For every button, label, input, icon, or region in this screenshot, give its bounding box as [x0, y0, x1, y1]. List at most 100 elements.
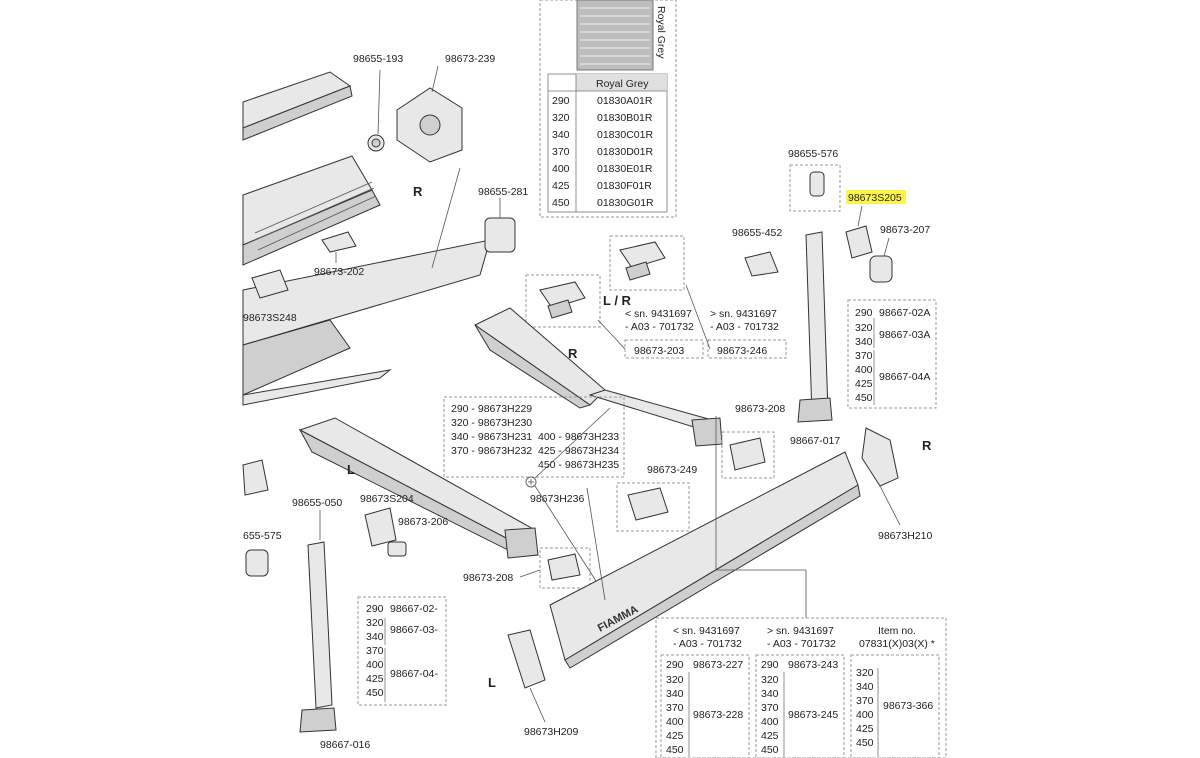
- bt-size: 450: [856, 737, 874, 749]
- canopy-front-rail: [242, 71, 381, 266]
- bt-lt-b: - A03 - 701732: [673, 638, 742, 650]
- bt-size: 320: [856, 667, 874, 679]
- part-655-575: 655-575: [243, 530, 282, 577]
- bt-code: 98673-227: [693, 659, 743, 671]
- label-98655-050: 98655-050: [292, 497, 342, 509]
- lr-bracket-group: L / R < sn. 9431697 - A03 - 701732 > sn.…: [525, 235, 787, 359]
- label-98655-452: 98655-452: [732, 227, 782, 239]
- part-98673S204: 98673S204: [360, 493, 414, 547]
- part-98655-193: 98655-193: [353, 53, 403, 152]
- left-leg: 98667-016 98655-050: [292, 497, 370, 751]
- part-98673-207: 98673-207: [869, 224, 930, 283]
- serial-lt-b: - A03 - 701732: [625, 321, 694, 333]
- bt-code: 98673-366: [883, 700, 933, 712]
- serial-gt-a: > sn. 9431697: [710, 308, 777, 320]
- bt-size: 290: [761, 659, 779, 671]
- part-98655-452: 98655-452: [732, 227, 782, 277]
- side-label-l2: L: [488, 675, 496, 690]
- fabric-header: Royal Grey: [596, 78, 649, 90]
- left-arm: L: [298, 417, 539, 559]
- bottom-parts-table: < sn. 9431697 - A03 - 701732 > sn. 94316…: [655, 617, 947, 758]
- leg-size: 290: [366, 603, 384, 615]
- label-98673S205: 98673S205: [848, 192, 902, 204]
- highlight-marker: [846, 190, 906, 204]
- label-98667-017: 98667-017: [790, 435, 840, 447]
- leg-code: 98667-02A: [879, 307, 930, 319]
- left-small-part: [242, 459, 269, 496]
- leg-size: 320: [366, 617, 384, 629]
- label-98655-193: 98655-193: [353, 53, 403, 65]
- label-98673S248: 98673S248: [243, 312, 297, 324]
- leg-size: 340: [855, 336, 873, 348]
- part-98673H210: R 98673H210: [861, 427, 932, 542]
- fabric-size: 400: [552, 163, 570, 175]
- leg-size: 425: [855, 378, 873, 390]
- leg-size: 400: [366, 659, 384, 671]
- leg-code: 98667-04-: [390, 668, 438, 680]
- fabric-size: 370: [552, 146, 570, 158]
- leg-code: 98667-02-: [390, 603, 438, 615]
- leg-size: 290: [855, 307, 873, 319]
- part-98673H209: L 98673H209: [488, 629, 578, 738]
- right-arm: R: [474, 307, 723, 447]
- label-98673-206: 98673-206: [398, 516, 448, 528]
- canopy-lower-housing: [242, 167, 491, 406]
- leg-code: 98667-03A: [879, 329, 930, 341]
- label-98673-203: 98673-203: [634, 345, 684, 357]
- bt-size: 320: [666, 674, 684, 686]
- fabric-code: 01830D01R: [597, 146, 653, 158]
- front-profile: FIAMMA: [549, 451, 861, 669]
- bt-size: 320: [761, 674, 779, 686]
- label-98673-202: 98673-202: [314, 266, 364, 278]
- leg-size: 370: [366, 645, 384, 657]
- swatch-caption: Royal Grey: [655, 6, 667, 59]
- leg-size: 450: [855, 392, 873, 404]
- side-label-r2: R: [568, 346, 578, 361]
- fabric-rows: 290 01830A01R 320 01830B01R 340 01830C01…: [552, 95, 654, 209]
- label-98667-016: 98667-016: [320, 739, 370, 751]
- fabric-code: 01830A01R: [597, 95, 653, 107]
- label-98655-281: 98655-281: [478, 186, 528, 198]
- side-label-l: L: [347, 462, 355, 477]
- label-98673H210: 98673H210: [878, 530, 932, 542]
- label-98673-208-right: 98673-208: [735, 403, 785, 415]
- bt-size: 340: [666, 688, 684, 700]
- bt-size: 290: [666, 659, 684, 671]
- fabric-size: 450: [552, 197, 570, 209]
- right-leg-size-box: 290 320 340 370 400 425 450 98667-02A 98…: [847, 299, 937, 409]
- part-98673-239: 98673-239: [396, 53, 495, 163]
- leg-size: 450: [366, 687, 384, 699]
- bt-lt-a: < sn. 9431697: [673, 625, 740, 637]
- part-98673S248: 98673S248: [243, 269, 297, 324]
- bt-code: 98673-245: [788, 709, 838, 721]
- left-leg-size-box: 290 320 340 370 400 425 450 98667-02- 98…: [357, 596, 447, 706]
- bt-item-b: 07831(X)03(X) *: [859, 638, 935, 650]
- fabric-code: 01830G01R: [597, 197, 654, 209]
- bt-size: 425: [761, 730, 779, 742]
- part-98673-208-left: 98673-208: [463, 547, 591, 589]
- arm-left-line: 340 - 98673H231: [451, 431, 532, 443]
- bt-size: 340: [761, 688, 779, 700]
- label-655-575: 655-575: [243, 530, 282, 542]
- bt-size: 370: [856, 695, 874, 707]
- fabric-code: 01830F01R: [597, 180, 652, 192]
- leg-code: 98667-04A: [879, 371, 930, 383]
- part-98673-206: 98673-206: [387, 516, 448, 557]
- arm-left-line: 290 - 98673H229: [451, 403, 532, 415]
- bt-size: 425: [856, 723, 874, 735]
- bt-size: 400: [666, 716, 684, 728]
- label-98673S204: 98673S204: [360, 493, 414, 505]
- bt-code: 98673-243: [788, 659, 838, 671]
- bt-size: 450: [761, 744, 779, 756]
- side-label-r: R: [413, 184, 423, 199]
- part-98655-281: 98655-281: [478, 186, 528, 253]
- side-label-lr: L / R: [603, 293, 632, 308]
- arm-right-line: 425 - 98673H234: [538, 445, 619, 457]
- part-98673S205[interactable]: 98673S205: [845, 190, 906, 259]
- fabric-swatch: Royal Grey: [576, 0, 667, 71]
- fabric-size: 290: [552, 95, 570, 107]
- part-98673-202: 98673-202: [314, 231, 364, 278]
- serial-lt-a: < sn. 9431697: [625, 308, 692, 320]
- fabric-code: 01830B01R: [597, 112, 653, 124]
